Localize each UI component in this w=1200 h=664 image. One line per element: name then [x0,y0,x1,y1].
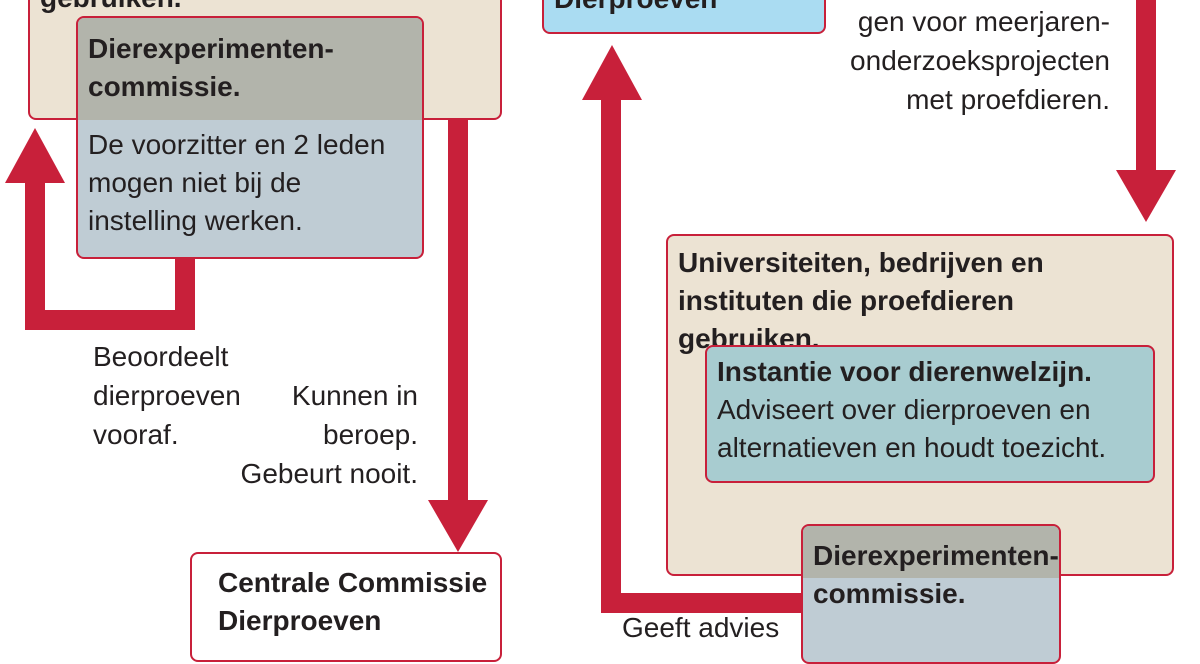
advice-arrow-line [601,96,803,613]
right-committee-title: Dierexperimenten- commissie. [803,526,1059,613]
connector-arrows [5,0,1176,613]
left-committee-text: De voorzitter en 2 leden mogen niet bij … [88,129,386,236]
appeal-label: Kunnen in beroep. Gebeurt nooit. [240,380,418,489]
appeal-arrowhead [428,500,488,552]
review-loop-arrow-line [25,180,195,330]
left-committee-box: Dierexperimenten- commissie. De voorzitt… [76,16,424,259]
welfare-body-text: Adviseert over dierproeven en alternatie… [717,394,1107,463]
review-arrowhead [5,128,65,183]
top-center-title: Dierproeven [544,0,727,18]
right-panel-title: Universiteiten, bedrijven en instituten … [678,247,1044,354]
right-down-arrowhead [1116,170,1176,222]
advice-label: Geeft advies [622,612,780,643]
left-committee-title: Dierexperimenten- commissie. [78,18,422,120]
review-label: Beoordeelt dierproeven vooraf. [93,341,241,450]
top-center-box: Dierproeven [542,0,826,34]
left-panel-title: gebruiken. [30,0,192,17]
welfare-body-box: Instantie voor dierenwelzijn. Adviseert … [705,345,1155,483]
central-commission-box: Centrale Commissie Dierproeven [190,552,502,662]
advice-arrowhead [582,45,642,100]
top-right-text: gen voor meerjaren- onderzoeksprojecten … [850,6,1110,115]
right-committee-box: Dierexperimenten- commissie. [801,524,1061,664]
central-commission-title: Centrale Commissie Dierproeven [218,567,488,636]
welfare-body-title: Instantie voor dierenwelzijn. [717,356,1092,387]
